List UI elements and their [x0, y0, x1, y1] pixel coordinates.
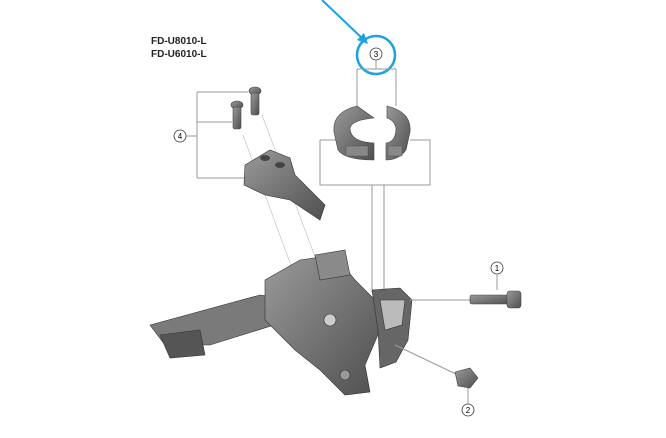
leader-lines-4	[186, 91, 321, 291]
callout-1-number: 1	[495, 264, 500, 273]
model-label-1: FD-U8010-L	[151, 36, 207, 47]
front-derailleur-body	[149, 249, 413, 396]
clamp-band-part	[333, 105, 411, 161]
callout-1[interactable]: 1	[490, 261, 504, 275]
callout-4-number: 4	[178, 132, 183, 141]
model-label-2: FD-U6010-L	[151, 49, 207, 60]
callout-2[interactable]: 2	[461, 403, 475, 417]
callout-3[interactable]: 3	[369, 47, 383, 61]
highlight-arrow	[321, 0, 368, 44]
bolt-part-1	[469, 290, 522, 309]
callout-2-number: 2	[466, 406, 471, 415]
highlight-circle	[355, 34, 397, 76]
callout-4[interactable]: 4	[173, 129, 187, 143]
bolt-part-4	[230, 86, 262, 130]
screw-part-2	[454, 367, 479, 389]
leader-line-2	[394, 344, 469, 404]
leader-line-1	[410, 274, 498, 301]
mount-arm-part	[243, 149, 326, 221]
callout-3-number: 3	[374, 50, 379, 59]
leader-lines-3	[319, 60, 431, 292]
